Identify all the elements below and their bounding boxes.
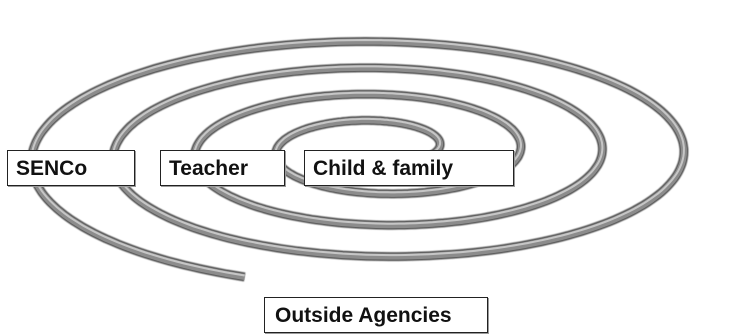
spiral-highlight [30, 38, 685, 277]
senco-label: SENCo [7, 150, 135, 186]
outside-agencies-label: Outside Agencies [264, 297, 488, 333]
teacher-label: Teacher [160, 150, 285, 186]
child-family-label: Child & family [304, 150, 514, 186]
